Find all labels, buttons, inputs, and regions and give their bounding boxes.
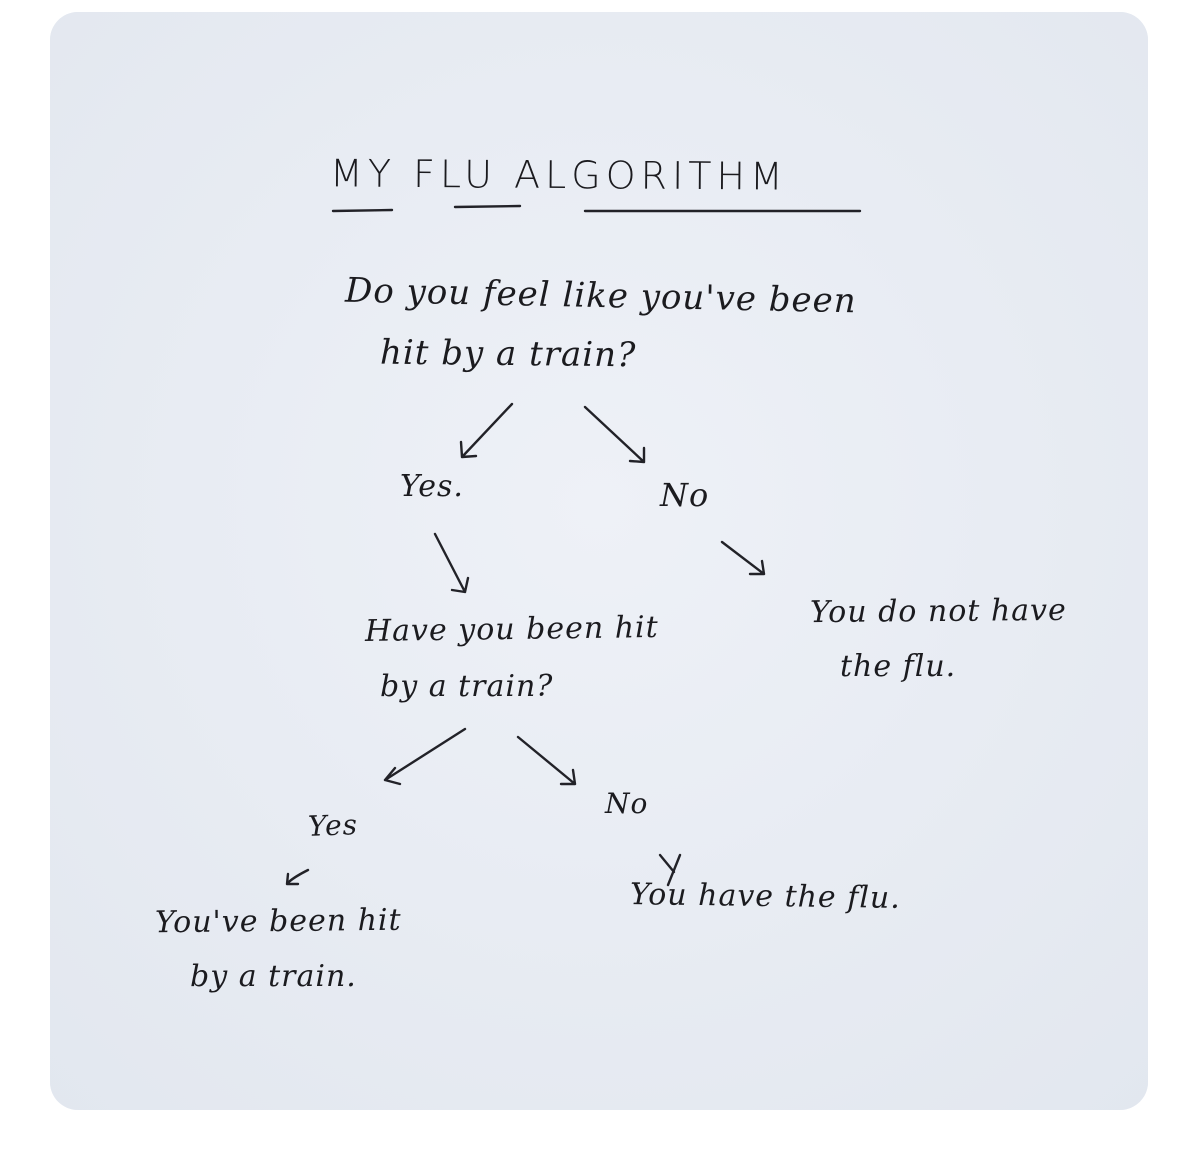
branch-1-yes-label: Yes. — [400, 469, 464, 504]
outcome-flu: You have the flu. — [629, 877, 902, 916]
outcome-no-flu-line-1: You do not have — [809, 592, 1067, 631]
question-1-line-2: hit by a train? — [379, 332, 637, 376]
whiteboard-surface — [50, 12, 1148, 1110]
outcome-train-line-1: You've been hit — [154, 902, 402, 941]
whiteboard: MY FLU ALGORITHM Do you feel like you've… — [50, 12, 1148, 1110]
diagram-title: MY FLU ALGORITHM — [329, 151, 788, 199]
outcome-train-line-2: by a train. — [190, 959, 357, 994]
question-2-line-2: by a train? — [380, 669, 554, 704]
branch-1-no-label: No — [660, 476, 710, 514]
question-2-line-1: Have you been hit — [364, 609, 659, 650]
branch-2-yes-label: Yes — [307, 808, 359, 843]
branch-2-no-label: No — [605, 787, 649, 820]
outcome-no-flu-line-2: the flu. — [840, 649, 957, 684]
